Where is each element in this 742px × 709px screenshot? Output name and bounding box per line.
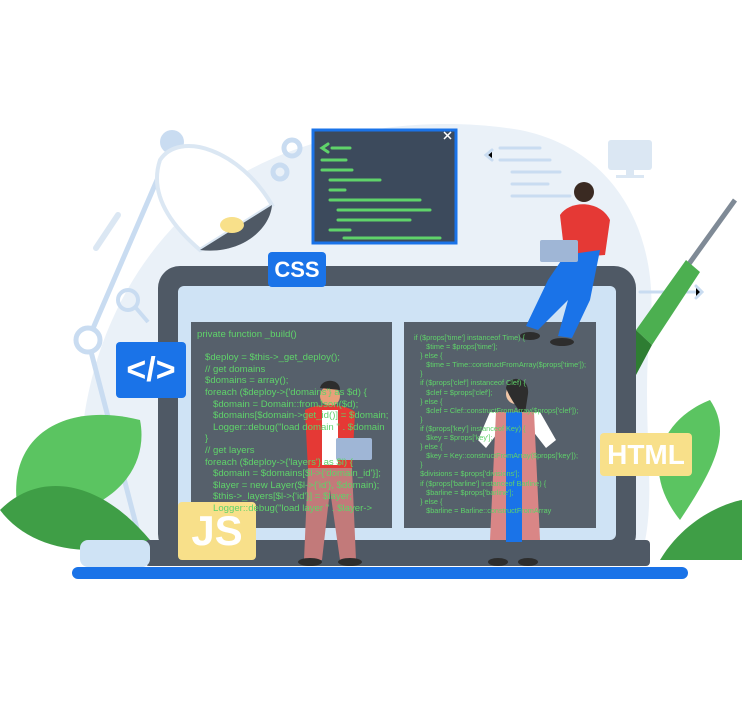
code-line: foreach ($deploy->{'layers'} as $l) { [197, 456, 353, 468]
code-line: $clef = $props['clef']; [414, 387, 493, 397]
code-line: $key = $props['key']; [414, 433, 493, 443]
code-line: } [414, 460, 423, 470]
code-line: } [414, 414, 423, 424]
pipette-icon [93, 212, 121, 251]
code-line: foreach ($deploy->{'domains'} as $d) { [197, 386, 367, 398]
code-line: $this->_layers[$l->{'id'}] = $layer; [197, 491, 352, 503]
code-line: $deploy = $this->_get_deploy(); [197, 352, 340, 364]
code-line: $clef = Clef::constructFromArray($props[… [414, 405, 579, 415]
code-line: $domains = array(); [197, 375, 289, 387]
code-line: $time = Time::constructFromArray($props[… [414, 360, 587, 370]
code-line: $barline = $props['barline']; [414, 487, 514, 497]
code-line: $divisions = $props['divisions']; [414, 469, 520, 479]
code-window-lines [319, 142, 442, 240]
code-line: if ($props['time'] instanceof Time) { [414, 333, 526, 342]
code-panel-left-bg [191, 322, 392, 528]
code-line: } else { [414, 351, 443, 361]
magnifier-icon [116, 288, 150, 324]
code-line: $barline = Barline::constructFromArray [414, 505, 552, 515]
code-panel-right: if ($props['time'] instanceof Time) { $t… [404, 322, 596, 528]
code-line: $layer = new Layer($l->{'id'}, $domain); [197, 479, 380, 491]
code-line: if ($props['clef'] instanceof Clef) { [414, 378, 526, 388]
code-line: private function _build() [197, 329, 297, 340]
code-line: } else { [414, 442, 443, 452]
code-tag-badge: </> [116, 342, 186, 398]
code-line: } else { [414, 396, 443, 406]
code-line: $domain = $domains[$l->{'domain_id'}]; [197, 468, 381, 480]
code-line: $domains[$domain->get_id()] = $domain; [197, 410, 389, 422]
code-line: $key = Key::constructFromArray($props['k… [414, 451, 578, 461]
code-line: Logger::debug("load layer " . $layer-> [197, 502, 373, 514]
monitor-icon [608, 140, 652, 178]
css-badge: CSS [268, 252, 326, 287]
js-badge: JS [178, 502, 256, 560]
code-line: } [197, 433, 209, 445]
code-line: if ($props['key'] instanceof Key) { [414, 423, 526, 433]
gear-icon [270, 137, 303, 182]
code-line: $time = $props['time']; [414, 342, 498, 352]
code-line: Logger::debug("load domain " . $domain [197, 421, 385, 433]
book [80, 540, 150, 567]
code-panel-left: private function _build() $deploy = $thi… [191, 322, 392, 528]
html-badge: HTML [600, 433, 692, 476]
code-line: // get layers [197, 444, 255, 456]
code-line: $domain = Domain::fromJson($d); [197, 398, 359, 410]
close-icon [443, 131, 452, 140]
code-line: } else { [414, 496, 443, 506]
laptop-base-edge [72, 567, 688, 579]
person-man [298, 380, 372, 566]
person-sitting [520, 182, 610, 346]
person-woman [478, 378, 556, 566]
code-line: if ($props['barline'] instanceof Barline… [414, 478, 547, 488]
code-line: // get domains [197, 363, 266, 375]
code-lines-decoration [483, 146, 705, 300]
code-line: } [414, 369, 423, 379]
